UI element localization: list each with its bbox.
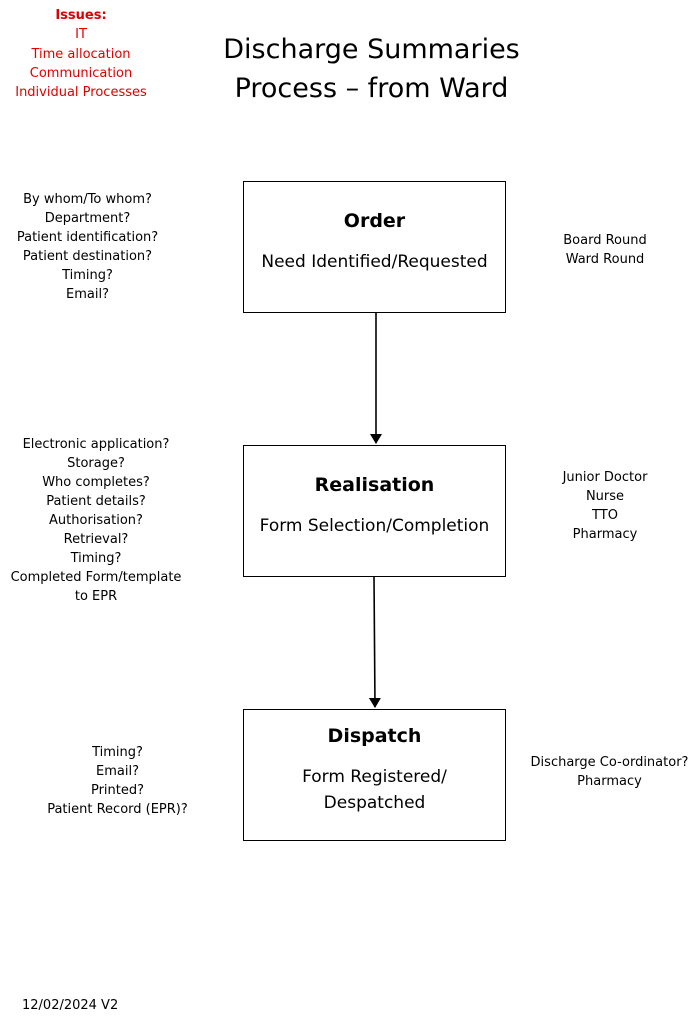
question-item: Authorisation?: [49, 513, 143, 528]
question-item: Email?: [96, 764, 139, 779]
role-item: Board Round: [563, 233, 647, 248]
stage-heading: Realisation: [314, 474, 435, 496]
stage-box-dispatch: Dispatch Form Registered/ Despatched: [243, 709, 506, 841]
arrow-realisation-to-dispatch: [368, 576, 381, 708]
question-item: Completed Form/template: [10, 570, 182, 585]
stage-heading: Order: [343, 210, 406, 232]
title-line: Process – from Ward: [234, 73, 509, 104]
order-questions: By whom/To whom? Department? Patient ide…: [5, 190, 170, 304]
dispatch-questions: Timing? Email? Printed? Patient Record (…: [35, 743, 200, 819]
question-item: Storage?: [67, 456, 125, 471]
stage-box-realisation: Realisation Form Selection/Completion: [243, 445, 506, 577]
realisation-questions: Electronic application? Storage? Who com…: [5, 435, 187, 606]
realisation-roles: Junior Doctor Nurse TTO Pharmacy: [535, 468, 675, 544]
dispatch-roles: Discharge Co-ordinator? Pharmacy: [527, 753, 692, 791]
page-title: Discharge Summaries Process – from Ward: [200, 30, 543, 108]
question-item: Printed?: [90, 783, 145, 798]
question-item: Patient destination?: [22, 249, 153, 264]
issues-list: Issues: IT Time allocation Communication…: [0, 6, 162, 102]
issues-heading: Issues:: [55, 8, 107, 23]
stage-subtitle: Need Identified/Requested: [261, 252, 488, 272]
role-item: Nurse: [585, 489, 625, 504]
question-item: Timing?: [92, 745, 143, 760]
question-item: Patient Record (EPR)?: [47, 802, 188, 817]
question-item: Timing?: [62, 268, 113, 283]
version-date: 12/02/2024 V2: [22, 998, 119, 1013]
stage-box-order: Order Need Identified/Requested: [243, 181, 506, 313]
role-item: TTO: [592, 508, 618, 523]
role-item: Discharge Co-ordinator?: [530, 755, 689, 770]
stage-subtitle-line: Form Registered/: [302, 767, 447, 787]
question-item: Department?: [44, 211, 131, 226]
question-item: Timing?: [70, 551, 122, 566]
order-roles: Board Round Ward Round: [535, 231, 675, 269]
issue-item: Individual Processes: [15, 85, 147, 101]
question-item: Email?: [66, 287, 109, 302]
stage-subtitle: Form Registered/ Despatched: [244, 764, 505, 816]
title-line: Discharge Summaries: [223, 34, 520, 65]
issue-item: Time allocation: [31, 46, 131, 62]
question-item: Retrieval?: [63, 532, 129, 547]
issue-item: IT: [75, 27, 87, 43]
role-item: Junior Doctor: [562, 470, 648, 485]
role-item: Ward Round: [565, 252, 645, 267]
role-item: Pharmacy: [577, 774, 642, 789]
role-item: Pharmacy: [572, 527, 638, 542]
issue-item: Communication: [29, 65, 133, 81]
stage-subtitle-line: Despatched: [323, 793, 426, 813]
question-item: Who completes?: [42, 475, 150, 490]
question-item: Patient identification?: [16, 230, 159, 245]
stage-heading: Dispatch: [327, 725, 422, 747]
question-item: to EPR: [74, 589, 118, 604]
question-item: Electronic application?: [22, 437, 170, 452]
stage-subtitle: Form Selection/Completion: [259, 516, 490, 536]
question-item: Patient details?: [46, 494, 146, 509]
question-item: By whom/To whom?: [23, 192, 152, 207]
